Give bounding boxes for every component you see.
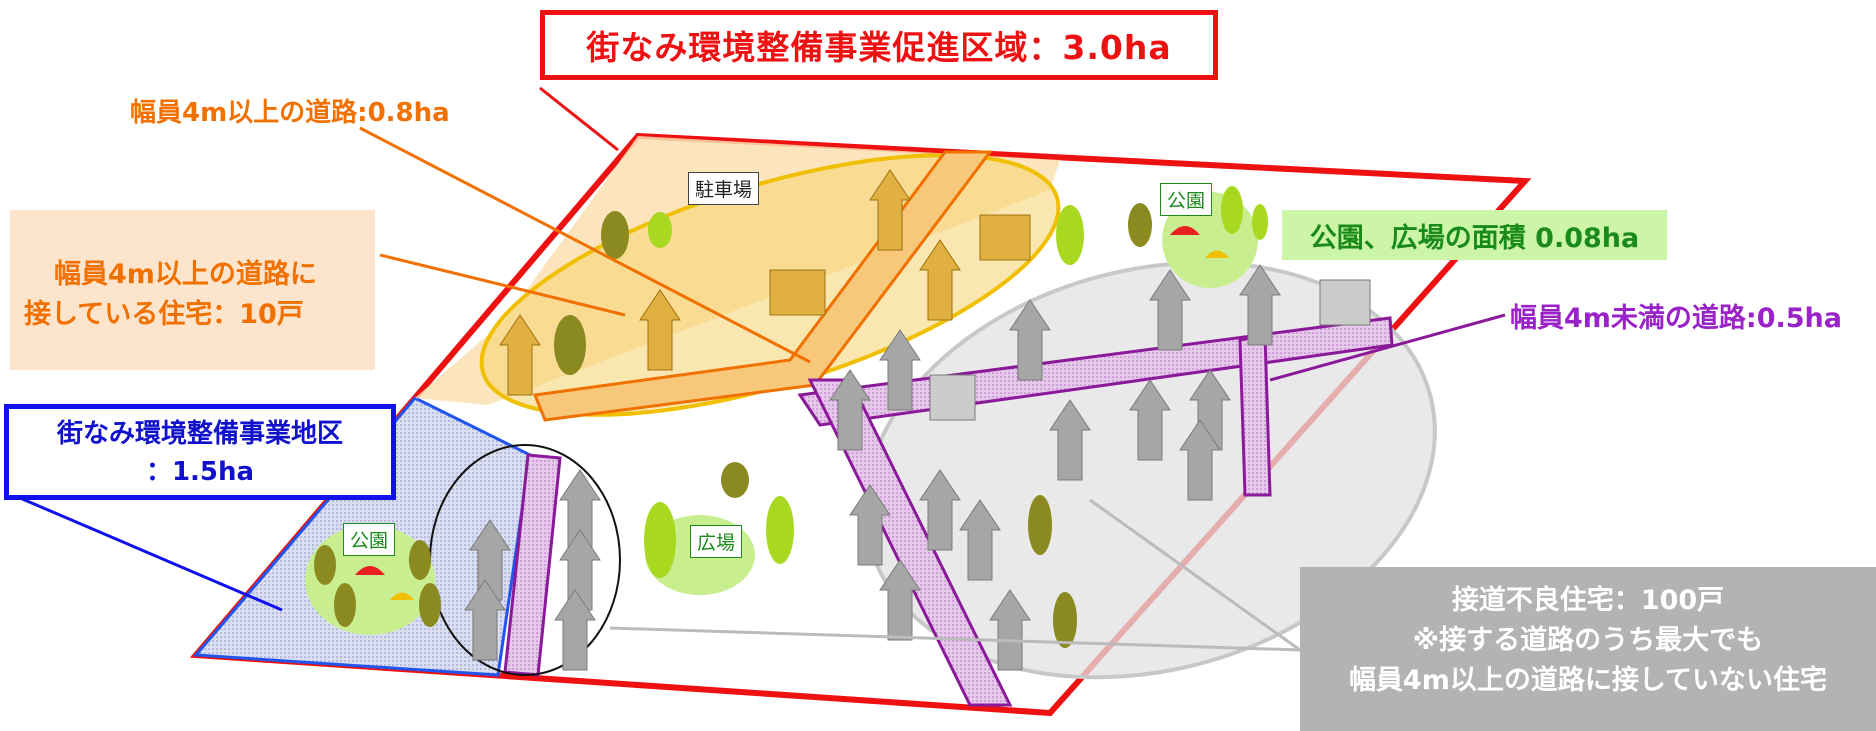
poor-access-line3: 幅員4m以上の道路に接していない住宅 — [1348, 665, 1828, 696]
district-box: 街なみ環境整備事業地区 ：1.5ha — [4, 404, 396, 500]
wide-road-houses-line1: 幅員4m以上の道路に — [54, 259, 317, 290]
gray-houses — [464, 264, 1371, 671]
poor-access-line1: 接道不良住宅：100戸 — [1451, 585, 1725, 616]
wide-road-houses-box: 幅員4m以上の道路に 接している住宅：10戸 — [10, 210, 375, 370]
narrow-road-diag — [807, 378, 1013, 707]
park-label-top: 公園 — [1160, 183, 1213, 216]
promotion-area-title: 街なみ環境整備事業促進区域：3.0ha — [540, 10, 1218, 80]
leader-lines — [19, 86, 1506, 652]
park-area-box: 公園、広場の面積 0.08ha — [1282, 210, 1667, 260]
plaza-label: 広場 — [690, 525, 743, 558]
park-label-left: 公園 — [343, 523, 396, 556]
parasols — [355, 226, 1229, 600]
wide-road — [532, 150, 994, 422]
parking-label: 駐車場 — [688, 172, 760, 205]
wide-road-houses-line2: 接している住宅：10戸 — [24, 299, 304, 330]
district-line1: 街なみ環境整備事業地区 — [56, 419, 343, 449]
poor-access-line2: ※接する道路のうち最大でも — [1412, 625, 1764, 656]
wide-road-label: 幅員4m以上の道路:0.8ha — [130, 98, 450, 128]
trees — [314, 186, 1268, 648]
orange-houses — [499, 169, 1031, 396]
narrow-road-label: 幅員4m未満の道路:0.5ha — [1510, 303, 1842, 334]
poor-access-houses-box: 接道不良住宅：100戸 ※接する道路のうち最大でも 幅員4m以上の道路に接してい… — [1300, 567, 1876, 731]
district-line2: ：1.5ha — [145, 457, 255, 487]
narrow-road-left — [503, 453, 562, 677]
narrow-road-branch — [1238, 333, 1272, 497]
